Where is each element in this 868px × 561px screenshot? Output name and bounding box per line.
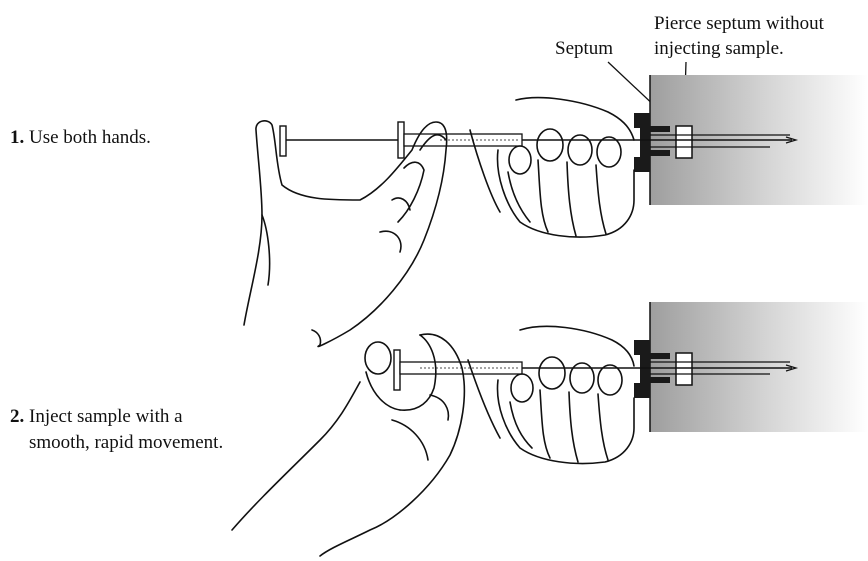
plunger-thumb-bottom [394, 350, 400, 390]
inlet-nut-bottom [634, 340, 650, 398]
right-hand-top [470, 98, 634, 237]
plunger-thumb-top [280, 126, 286, 156]
inlet-nut-top [634, 113, 650, 172]
finger-knuckle-1 [509, 146, 531, 174]
septum-bottom [676, 353, 692, 385]
septum-top [676, 126, 692, 158]
left-hand-top [244, 121, 447, 347]
left-thumb-bottom [365, 342, 391, 374]
injector-bottom [634, 302, 868, 432]
right-hand-bottom [468, 326, 634, 463]
barrel-flange-top [398, 122, 404, 158]
